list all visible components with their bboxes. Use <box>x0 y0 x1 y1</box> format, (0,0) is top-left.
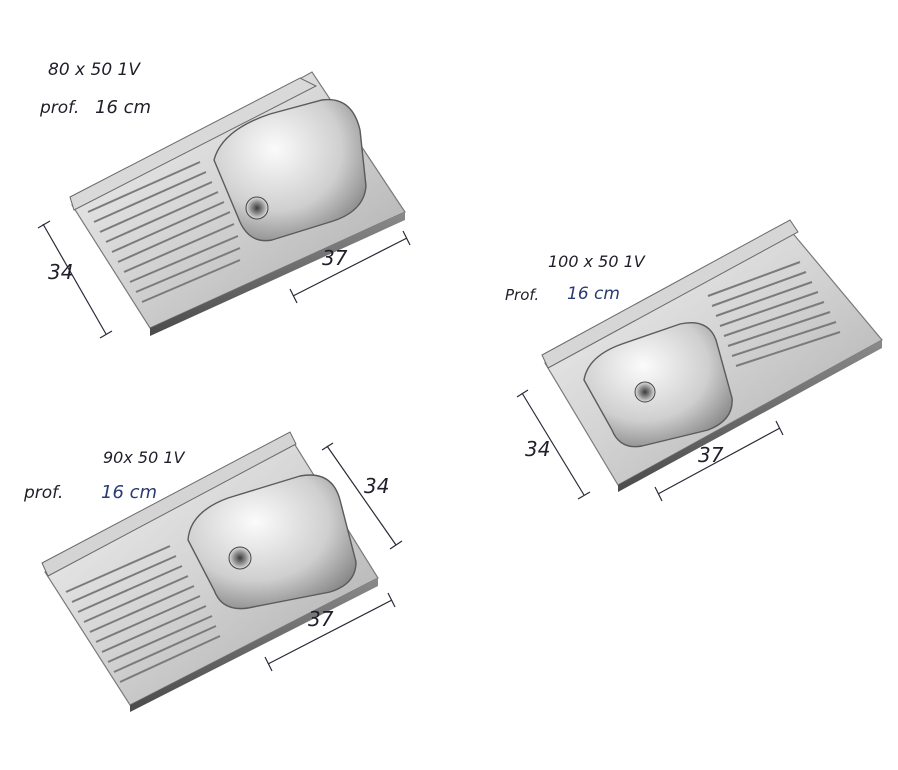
sink-90x50-depth-value: 16 cm <box>101 482 157 503</box>
sink-80x50-depth-value: 16 cm <box>95 97 151 118</box>
sink-100x50-dimensions <box>516 389 784 502</box>
sink-80x50-dim-depth: 34 <box>48 260 73 284</box>
sink-100x50 <box>541 219 883 492</box>
sink-80x50-drainboard <box>87 161 241 303</box>
sink-100x50-backsplash <box>541 219 799 369</box>
sink-80x50 <box>69 71 406 336</box>
sink-80x50-dimensions <box>37 220 411 339</box>
sink-100x50-dim-depth: 34 <box>525 437 550 461</box>
sink-100x50-basin <box>583 322 733 448</box>
sink-80x50-depth-prefix: prof. <box>39 98 79 118</box>
sink-90x50-dim-width: 37 <box>308 607 334 631</box>
sink-100x50-size-label: 100 x 50 1V <box>548 252 646 271</box>
sink-90x50-size-label: 90x 50 1V <box>103 448 186 467</box>
sink-90x50-drain <box>228 546 252 570</box>
sink-90x50-dim-depth: 34 <box>364 474 389 498</box>
sink-100x50-front-edge <box>618 340 882 492</box>
sink-80x50-backsplash <box>69 77 318 211</box>
sink-80x50-front-edge <box>150 212 405 336</box>
sink-90x50 <box>41 431 379 712</box>
sink-90x50-dimensions <box>264 442 403 672</box>
sink-90x50-basin <box>187 474 357 610</box>
sink-100x50-drainboard <box>707 261 841 367</box>
sink-80x50-size-label: 80 x 50 1V <box>48 60 141 80</box>
sink-90x50-front-edge <box>130 578 378 712</box>
sink-100x50-depth-prefix: Prof. <box>505 286 539 304</box>
sink-90x50-drainboard <box>65 545 221 683</box>
sink-100x50-dim-width: 37 <box>698 443 724 467</box>
sink-90x50-depth-prefix: prof. <box>23 483 63 503</box>
sink-100x50-depth-value: 16 cm <box>567 284 620 304</box>
sink-80x50-drain <box>245 196 269 220</box>
sink-80x50-dim-width: 37 <box>322 246 348 270</box>
sink-100x50-drain <box>634 381 656 403</box>
sink-90x50-backsplash <box>41 431 297 577</box>
